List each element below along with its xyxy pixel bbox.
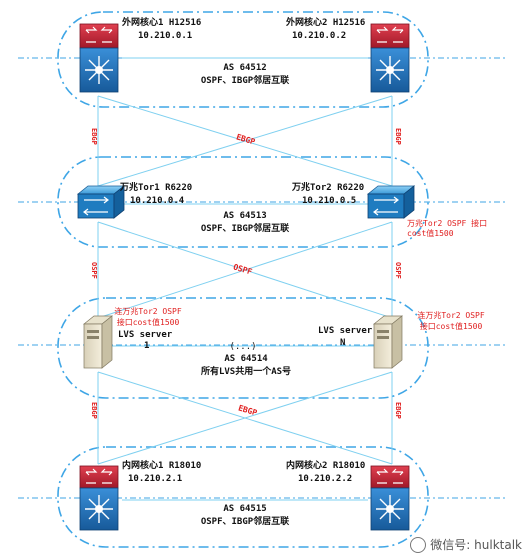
- group-boundary-as64512: [57, 11, 429, 108]
- group-boundary-as64514: [57, 297, 429, 399]
- switch-icon: [76, 185, 126, 219]
- core-router-icon: [79, 23, 119, 93]
- ebgp-right-label-2: EBGP: [394, 402, 402, 419]
- ebgp-left-label-1: EBGP: [90, 128, 98, 145]
- server-icon: [83, 315, 113, 369]
- as-64515-protocol: OSPF、IBGP邻居互联: [200, 517, 290, 527]
- wechat-icon: [410, 536, 427, 553]
- core1-name: 外网核心1 H12516: [122, 18, 202, 28]
- group-boundary-as64513: [57, 156, 429, 248]
- ospf-left-label: OSPF: [90, 262, 98, 279]
- lvs1-index: 1: [144, 341, 150, 351]
- ebgp-right-label-1: EBGP: [394, 128, 402, 145]
- tor2-ospf-cost-note: 万兆Tor2 OSPF 接口cost值1500: [407, 219, 488, 238]
- tor2-ip: 10.210.0.5: [302, 196, 357, 206]
- core-router-icon: [370, 465, 410, 531]
- switch-icon: [366, 185, 416, 219]
- as-64512-protocol: OSPF、IBGP邻居互联: [200, 76, 290, 86]
- lvsn-name: LVS server: [318, 326, 373, 336]
- ebgp-left-label-2: EBGP: [90, 402, 98, 419]
- tor2-name: 万兆Tor2 R6220: [292, 183, 365, 193]
- as-64512-label: AS 64512: [223, 63, 267, 73]
- tor1-name: 万兆Tor1 R6220: [120, 183, 193, 193]
- as-64514-protocol: 所有LVS共用一个AS号: [200, 367, 292, 377]
- watermark: 微信号: hulktalk: [410, 536, 522, 553]
- as-64514-label: AS 64514: [224, 354, 268, 364]
- as-64513-label: AS 64513: [223, 211, 267, 221]
- inner1-ip: 10.210.2.1: [128, 474, 183, 484]
- core1-ip: 10.210.0.1: [138, 31, 193, 41]
- watermark-text: 微信号: hulktalk: [430, 538, 522, 552]
- group-boundary-as64515: [57, 446, 429, 548]
- server-icon: [373, 315, 403, 369]
- lvsn-note-line2: 接口cost值1500: [419, 322, 483, 331]
- as-64513-protocol: OSPF、IBGP邻居互联: [200, 224, 290, 234]
- ospf-right-label: OSPF: [394, 262, 402, 279]
- core-router-icon: [79, 465, 119, 531]
- lvs-ellipsis: (...): [229, 342, 257, 352]
- core2-ip: 10.210.0.2: [292, 31, 347, 41]
- as-64515-label: AS 64515: [223, 504, 267, 514]
- inner1-name: 内网核心1 R18010: [122, 461, 202, 471]
- lvsn-note-line1: 连万兆Tor2 OSPF: [417, 311, 485, 320]
- lvs1-note-line2: 接口cost值1500: [116, 318, 180, 327]
- lvs1-name: LVS server: [118, 330, 173, 340]
- lvs1-note-line1: 连万兆Tor2 OSPF: [114, 307, 182, 316]
- core-router-icon: [370, 23, 410, 93]
- tor1-ip: 10.210.0.4: [130, 196, 185, 206]
- inner2-ip: 10.210.2.2: [298, 474, 353, 484]
- core2-name: 外网核心2 H12516: [286, 18, 366, 28]
- inner2-name: 内网核心2 R18010: [286, 461, 366, 471]
- lvsn-index: N: [340, 338, 346, 348]
